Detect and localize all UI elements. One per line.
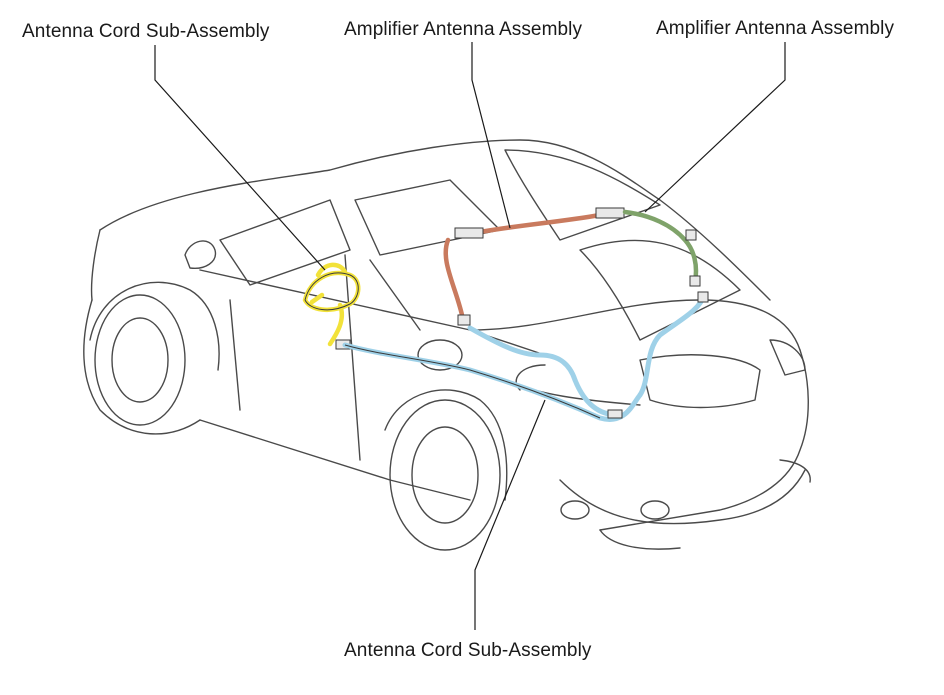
- red-harness: [443, 212, 603, 318]
- leader-lines: [154, 42, 786, 630]
- green-harness-outline: [685, 229, 701, 287]
- leader-line-right-amplifier: [644, 42, 786, 213]
- label-amplifier-center: Amplifier Antenna Assembly: [344, 19, 583, 40]
- label-antenna-cord-left: Antenna Cord Sub-Assembly: [22, 21, 270, 42]
- leader-line-center-amplifier: [471, 42, 511, 229]
- car-body-outline: [83, 139, 811, 551]
- green-harness: [622, 209, 699, 285]
- leader-line-left-cord: [154, 45, 326, 271]
- leader-line-bottom-cord: [474, 399, 546, 630]
- blue-harness-outline: [344, 291, 709, 419]
- label-antenna-cord-bottom: Antenna Cord Sub-Assembly: [344, 640, 592, 661]
- red-harness-outline: [454, 207, 625, 326]
- label-amplifier-right: Amplifier Antenna Assembly: [656, 18, 895, 39]
